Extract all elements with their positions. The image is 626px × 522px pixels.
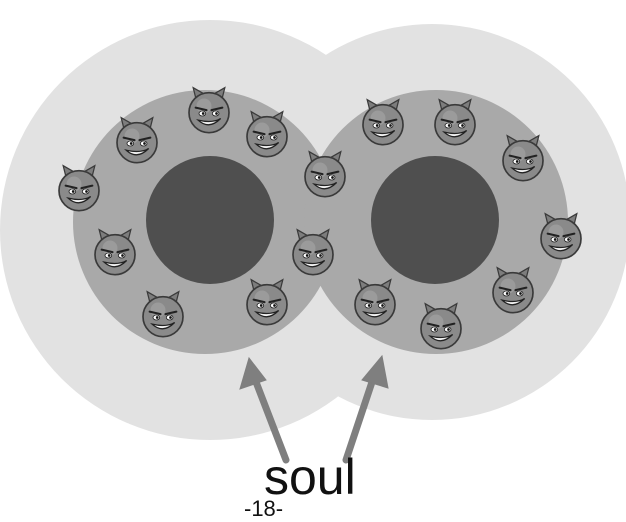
devil-face-icon <box>493 268 533 313</box>
devil-face-icon <box>189 88 229 133</box>
devil-face-icon <box>95 230 135 275</box>
core-left <box>146 156 274 284</box>
devil-face-icon <box>117 118 157 163</box>
devil-face-icon <box>293 230 333 275</box>
devil-face-icon <box>59 166 99 211</box>
page-number: -18- <box>244 498 283 520</box>
devil-face-icon <box>355 280 395 325</box>
devil-face-icon <box>421 304 461 349</box>
devil-face-icon <box>435 100 475 145</box>
devil-face-icon <box>503 136 543 181</box>
core-right <box>371 156 499 284</box>
devil-face-icon <box>363 100 403 145</box>
devil-face-icon <box>541 214 581 259</box>
devil-face-icon <box>305 152 345 197</box>
devil-face-icon <box>143 292 183 337</box>
soul-label: soul <box>264 452 356 502</box>
devil-face-icon <box>247 280 287 325</box>
devil-face-icon <box>247 112 287 157</box>
